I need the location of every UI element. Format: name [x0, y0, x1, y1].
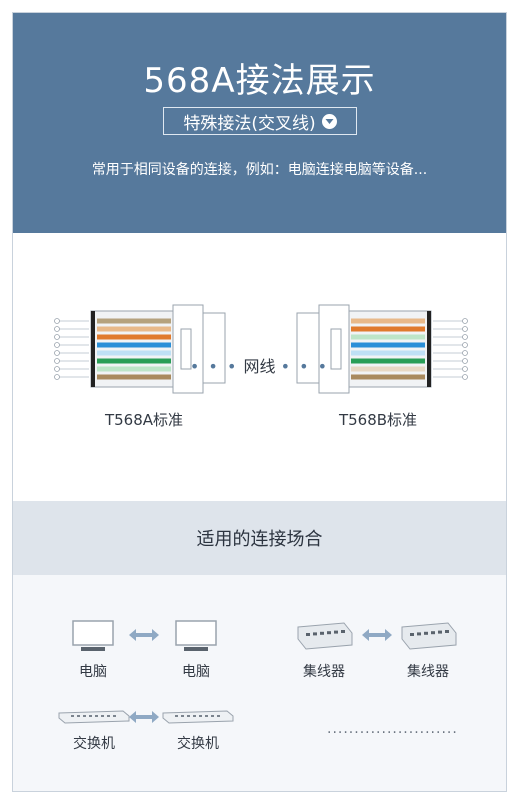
monitor-icon — [72, 620, 114, 651]
device-label: 交换机 — [73, 736, 115, 752]
device-label: 集线器 — [303, 664, 345, 680]
double-arrow-icon — [129, 629, 159, 641]
chevron-down-icon — [321, 113, 337, 129]
device-label: 电脑 — [182, 664, 210, 680]
double-arrow-icon — [362, 629, 392, 641]
double-arrow-icon — [129, 711, 159, 723]
hub-icon — [297, 622, 353, 650]
left-standard-label: T568A标准 — [104, 411, 184, 429]
right-standard-label: T568B标准 — [338, 411, 418, 429]
page-title: 568A接法展示 — [143, 61, 376, 101]
device-label: 电脑 — [79, 664, 107, 680]
device-label: 交换机 — [177, 736, 219, 752]
connector-diagram: • • • 网线 • • • T568A标准 T568B标准 — [13, 233, 506, 501]
device-hub-right: 集线器 — [393, 619, 463, 681]
cable-text: 网线 — [243, 357, 276, 376]
more-devices-ellipsis: ........................ — [327, 721, 458, 737]
section-title: 适用的连接场合 — [13, 501, 506, 575]
device-switch-left: 交换机 — [56, 707, 132, 753]
rj45-connector-right-icon — [296, 304, 468, 394]
wiring-description: 常用于相同设备的连接，例如：电脑连接电脑等设备... — [91, 162, 428, 178]
device-hub-left: 集线器 — [289, 619, 359, 681]
wiring-mode-dropdown[interactable]: 特殊接法(交叉线) — [163, 107, 357, 135]
monitor-icon — [175, 620, 217, 651]
rj45-connector-left-icon — [54, 304, 226, 394]
page-frame: 568A接法展示 特殊接法(交叉线) 常用于相同设备的连接，例如：电脑连接电脑等… — [12, 12, 507, 792]
switch-icon — [58, 710, 130, 724]
device-computer-right: 电脑 — [161, 619, 231, 681]
device-computer-left: 电脑 — [58, 619, 128, 681]
hub-icon — [401, 622, 457, 650]
device-label: 集线器 — [407, 664, 449, 680]
cable-dots-right: • • • — [280, 357, 330, 376]
cable-dots-left: • • • — [189, 357, 239, 376]
wiring-mode-label: 特殊接法(交叉线) — [183, 113, 316, 134]
cable-label: • • • 网线 • • • — [13, 353, 506, 377]
switch-icon — [162, 710, 234, 724]
device-pairs: 电脑 电脑 集线器 集线器 — [13, 575, 506, 791]
header-banner: 568A接法展示 特殊接法(交叉线) 常用于相同设备的连接，例如：电脑连接电脑等… — [13, 13, 506, 233]
device-switch-right: 交换机 — [160, 707, 236, 753]
